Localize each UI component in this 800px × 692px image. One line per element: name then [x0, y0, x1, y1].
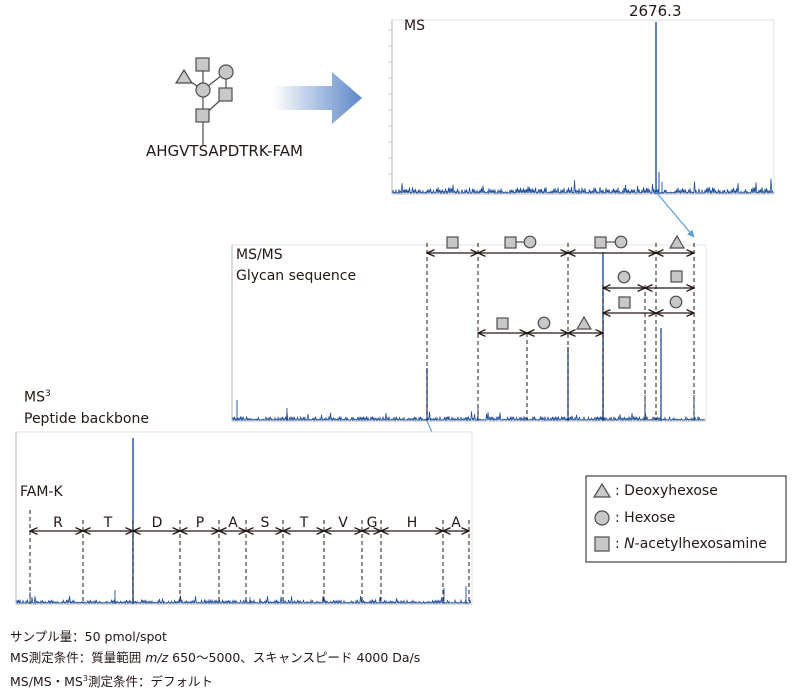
msms-panel-label: MS/MS: [236, 247, 283, 263]
process-arrow-icon: [273, 72, 362, 124]
condition-ms-suffix: 650〜5000、スキャンスピード 4000 Da/s: [168, 650, 421, 665]
ms3-panel-label: MS3: [24, 389, 51, 406]
hexose-circle-icon: [537, 316, 551, 330]
legend-hexnac-italic: N: [624, 536, 635, 552]
glcnac-square-icon: [496, 317, 509, 330]
condition-msms: MS/MS・MS3測定条件：デフォルト: [10, 668, 420, 692]
ms-peak-label: 2676.3: [629, 2, 682, 20]
hexose-circle-icon: [617, 270, 631, 284]
condition-msms-sup: 3: [82, 674, 88, 683]
msms-panel-sublabel: Glycan sequence: [236, 268, 357, 284]
glcnac-square-icon: [504, 236, 517, 249]
triangle-icon: [592, 482, 612, 498]
ms3-label-sup: 3: [44, 389, 51, 399]
residue-label: T: [299, 515, 309, 531]
residue-label: H: [407, 515, 418, 531]
peptide-sequence: AHGVTSAPDTRK-FAM: [146, 142, 303, 160]
legend-deoxyhexose-label: : Deoxyhexose: [615, 483, 718, 499]
fucose-triangle-icon: [174, 68, 194, 84]
glcnac-square-icon: [618, 296, 631, 309]
legend-hexose-label: : Hexose: [615, 510, 676, 526]
condition-ms-prefix: MS測定条件：質量範囲: [10, 650, 146, 665]
glcnac-square-icon: [446, 236, 459, 249]
glcnac-square-icon: [218, 87, 233, 102]
legend-hexnac-label: : N-acetylhexosamine: [615, 536, 767, 552]
legend-hexnac-rest: -acetylhexosamine: [634, 536, 767, 552]
ms-baseline-noise: [392, 178, 774, 195]
msms-baseline-noise: [232, 411, 706, 422]
hexose-circle-icon: [669, 295, 683, 309]
residue-label: V: [338, 515, 348, 531]
residue-label: S: [261, 515, 270, 531]
circle-icon: [594, 510, 610, 526]
residue-label: A: [451, 515, 461, 531]
condition-msms-prefix: MS/MS・MS: [10, 674, 83, 690]
residue-label: A: [228, 515, 238, 531]
zoom-connector-ms-msms: [655, 191, 695, 238]
residue-label: D: [152, 515, 163, 531]
hexose-circle-icon: [523, 235, 537, 249]
square-icon: [594, 536, 610, 552]
glycan-structure: [174, 57, 234, 145]
fam-k-label: FAM-K: [20, 484, 63, 500]
residue-label: G: [367, 515, 378, 531]
condition-ms-mz: m/z: [145, 650, 169, 665]
legend-hexnac-prefix: :: [615, 536, 625, 552]
ms-panel-label: MS: [404, 18, 425, 34]
hexose-circle-icon: [218, 64, 234, 80]
residue-label: T: [103, 515, 113, 531]
ms3-label-text: MS: [24, 389, 45, 406]
condition-msms-suffix: 測定条件：デフォルト: [87, 674, 213, 690]
fucose-triangle-icon: [575, 315, 593, 330]
condition-ms: MS測定条件：質量範囲 m/z 650〜5000、スキャンスピード 4000 D…: [10, 647, 420, 668]
fucose-triangle-icon: [668, 234, 686, 249]
ms-spectrum-panel: [388, 19, 775, 195]
legend: [585, 475, 787, 563]
msms-spectrum-panel: [231, 234, 707, 422]
ms3-panel-sublabel: Peptide backbone: [24, 411, 149, 427]
measurement-conditions: サンプル量：50 pmol/spot MS測定条件：質量範囲 m/z 650〜5…: [10, 626, 420, 692]
glcnac-square-icon: [195, 57, 210, 72]
condition-sample-amount: サンプル量：50 pmol/spot: [10, 629, 167, 644]
residue-label: R: [53, 515, 63, 531]
hexose-circle-icon: [614, 235, 628, 249]
glcnac-square-icon: [195, 108, 210, 123]
hexose-circle-icon: [195, 82, 211, 98]
ms3-baseline-noise: [16, 595, 472, 605]
glcnac-square-icon: [594, 236, 607, 249]
ms3-spectrum-panel: R T D P A S T V G H A: [15, 431, 473, 605]
glcnac-square-icon: [670, 270, 683, 283]
residue-label: P: [196, 515, 204, 531]
